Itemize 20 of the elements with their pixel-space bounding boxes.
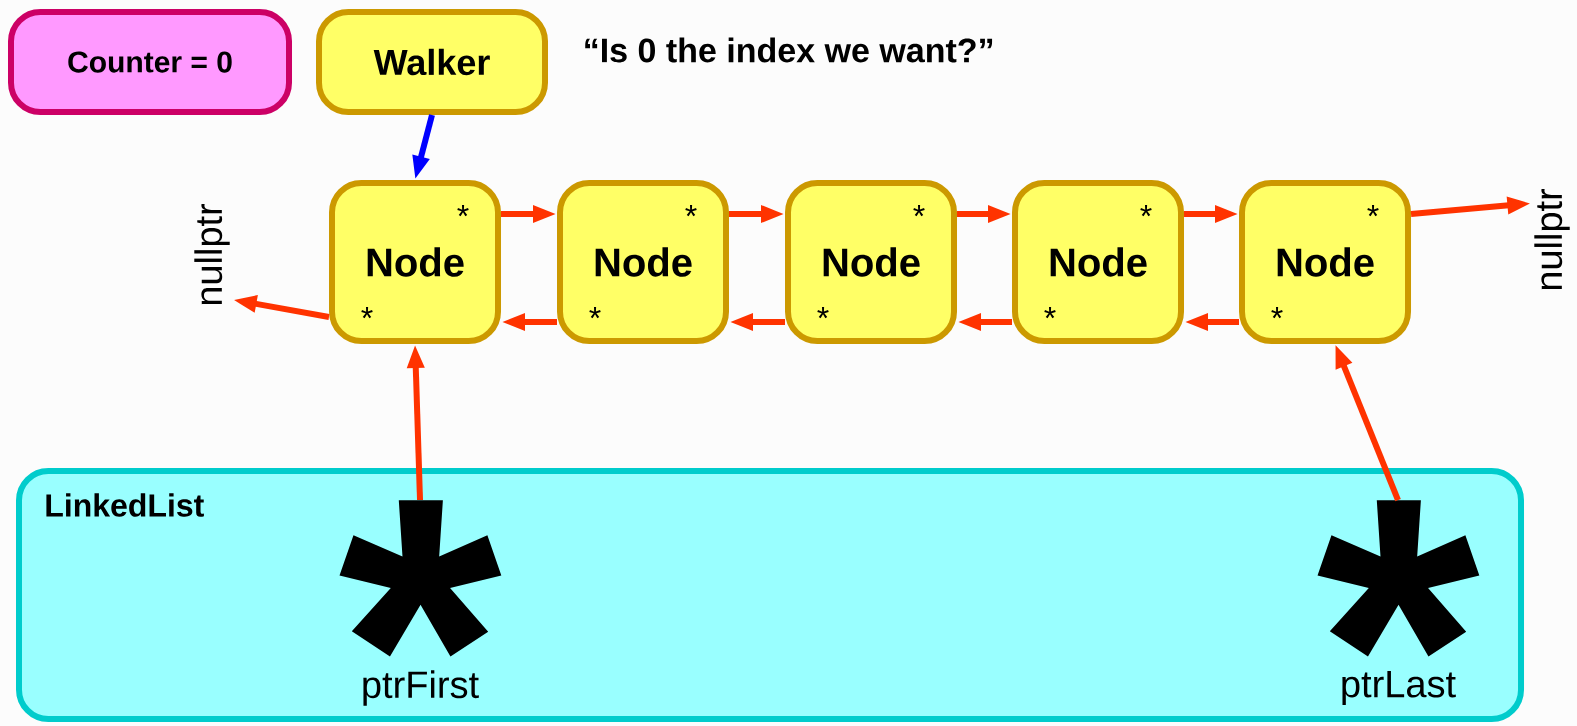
pointer-asterisk: * — [913, 205, 925, 217]
pointer-asterisk: * — [1367, 205, 1379, 217]
pointer-asterisk: * — [1140, 205, 1152, 217]
pointer-asterisk: * — [361, 307, 373, 319]
pointer-name: ptrLast — [1342, 671, 1456, 705]
pointer-asterisk: * — [1317, 500, 1480, 657]
null-label: nullptr — [1534, 188, 1570, 290]
pointer-asterisk: * — [1271, 307, 1283, 319]
pointer-asterisk: * — [685, 205, 697, 217]
quote-text: “Is 0 the index we want?” — [585, 37, 993, 63]
pointer-asterisk: * — [1044, 307, 1056, 319]
list-title: LinkedList — [46, 493, 204, 517]
label-box: Walker — [316, 9, 548, 115]
pointer-asterisk: * — [339, 500, 502, 657]
pointer-asterisk: * — [817, 307, 829, 319]
pointer-asterisk: * — [589, 307, 601, 319]
pointer-name: ptrFirst — [363, 670, 479, 706]
label-box: Counter = 0 — [8, 9, 292, 115]
pointer-asterisk: * — [457, 205, 469, 217]
null-label: nullptr — [194, 203, 230, 305]
